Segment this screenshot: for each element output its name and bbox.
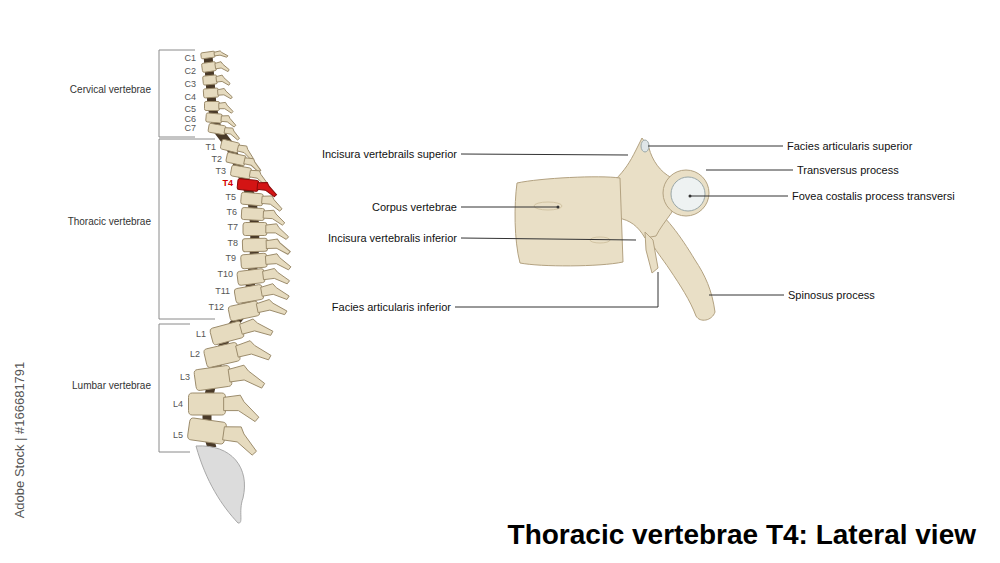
level-label: C6: [184, 114, 196, 124]
leader-line: [455, 146, 793, 307]
level-label: T5: [225, 192, 236, 202]
level-label: T11: [215, 286, 230, 296]
level-label: T12: [208, 302, 224, 312]
part-label: Fovea costalis process transversi: [792, 190, 955, 203]
part-label: Transversus process: [797, 164, 899, 177]
vertebra-lateral: [515, 138, 715, 320]
part-label: Facies articularis inferior: [332, 301, 451, 314]
level-label: T9: [225, 253, 236, 263]
watermark: Adobe Stock | #166681791: [13, 362, 28, 519]
part-label: Spinosus process: [788, 289, 875, 302]
title: Thoracic vertebrae T4: Lateral view: [508, 519, 976, 551]
level-label: L4: [173, 399, 183, 409]
level-label: C2: [184, 66, 196, 76]
level-label: C1: [184, 53, 196, 63]
part-label: Incisura vertebralis inferior: [328, 232, 457, 245]
level-label: T2: [211, 154, 222, 164]
level-label: C3: [184, 79, 196, 89]
level-label: T1: [205, 142, 216, 152]
level-label: T8: [227, 238, 238, 248]
level-label: T3: [215, 166, 226, 176]
level-label: T7: [227, 222, 238, 232]
level-label: L1: [196, 329, 206, 339]
level-label: L5: [173, 430, 183, 440]
region-label: Thoracic vertebrae: [68, 216, 151, 228]
vertebra: [186, 49, 291, 455]
highlighted-vertebra: [237, 178, 278, 196]
part-label: Incisura vertebrails superior: [322, 148, 457, 161]
sacrum: [196, 446, 244, 523]
level-label: C5: [184, 104, 196, 114]
level-label: T10: [217, 269, 233, 279]
part-label: Corpus vertebrae: [372, 201, 457, 214]
level-label: T6: [226, 207, 237, 217]
level-label: L2: [190, 349, 200, 359]
leader-dot: [557, 195, 692, 209]
part-label: Facies articularis superior: [787, 140, 912, 153]
level-label: C7: [184, 123, 196, 133]
level-label: C4: [184, 92, 196, 102]
region-label: Cervical vertebrae: [70, 84, 151, 96]
region-label: Lumbar vertebrae: [72, 380, 151, 392]
level-label: L3: [180, 372, 190, 382]
level-label: T4: [222, 178, 233, 188]
